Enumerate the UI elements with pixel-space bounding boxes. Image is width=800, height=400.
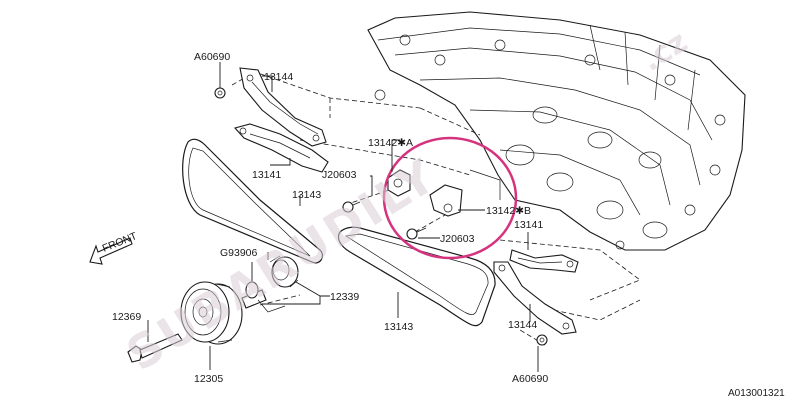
timing-chain-13143-lower <box>337 226 496 327</box>
label-12339: 12339 <box>330 291 359 303</box>
chain-guide-13144-top <box>239 67 327 147</box>
label-13143-bottom: 13143 <box>384 321 413 333</box>
label-13143-top: 13143 <box>292 189 321 201</box>
label-13142-a: 13142✱A <box>368 137 413 149</box>
chain-guide-13141-top <box>233 123 329 173</box>
label-13142-b: 13142✱B <box>486 205 531 217</box>
label-12369: 12369 <box>112 311 141 323</box>
label-j20603-top: J20603 <box>322 169 357 181</box>
timing-chain-13143-upper <box>182 138 324 264</box>
diagram-code: A013001321 <box>728 388 785 399</box>
front-label: FRONT <box>101 230 140 255</box>
bolt-a60690-bottom <box>536 334 548 346</box>
bolt-j20603-mid <box>406 227 427 240</box>
label-13141-right: 13141 <box>514 219 543 231</box>
chain-tensioner-lever-13142-b <box>429 184 463 217</box>
chain-guide-13141-right <box>509 249 579 273</box>
label-j20603-mid: J20603 <box>440 233 475 245</box>
bolt-a60690-top <box>214 87 226 99</box>
label-12305: 12305 <box>194 373 223 385</box>
bolt-j20603-top <box>342 201 361 213</box>
label-a60690-top: A60690 <box>194 51 230 63</box>
label-a60690-bottom: A60690 <box>512 373 548 385</box>
crankshaft-pulley-12305 <box>180 281 243 345</box>
chain-tensioner-13142-a <box>387 169 411 197</box>
chain-guide-13144-bottom <box>493 261 577 335</box>
engine-cylinder-head <box>367 11 746 251</box>
crank-bolt-12369 <box>127 333 183 363</box>
label-13144-bottom: 13144 <box>508 319 537 331</box>
idler-pulley-12339 <box>269 255 299 288</box>
label-13144-top: 13144 <box>264 71 293 83</box>
label-g93906: G93906 <box>220 247 258 259</box>
front-direction-arrow <box>89 237 133 265</box>
label-13141-top: 13141 <box>252 169 281 181</box>
highlight-circle <box>382 136 518 260</box>
leader-lines <box>147 62 539 372</box>
